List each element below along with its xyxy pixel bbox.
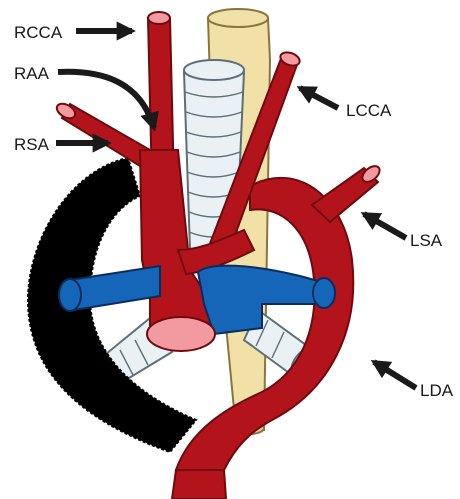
label-lcca: LCCA (346, 101, 392, 120)
label-rcca: RCCA (14, 23, 63, 42)
ascending-aorta-lumen (147, 317, 215, 351)
right-subclavian-artery (54, 101, 150, 166)
label-raa: RAA (14, 64, 50, 83)
lda-arrow (374, 362, 416, 388)
label-lda: LDA (420, 381, 454, 400)
label-rsa: RSA (14, 135, 50, 154)
label-lsa: LSA (410, 231, 443, 250)
lsa-arrow (364, 214, 406, 238)
left-subclavian-artery (312, 163, 383, 222)
lcca-arrow (300, 88, 338, 108)
descending-aorta (172, 470, 226, 499)
